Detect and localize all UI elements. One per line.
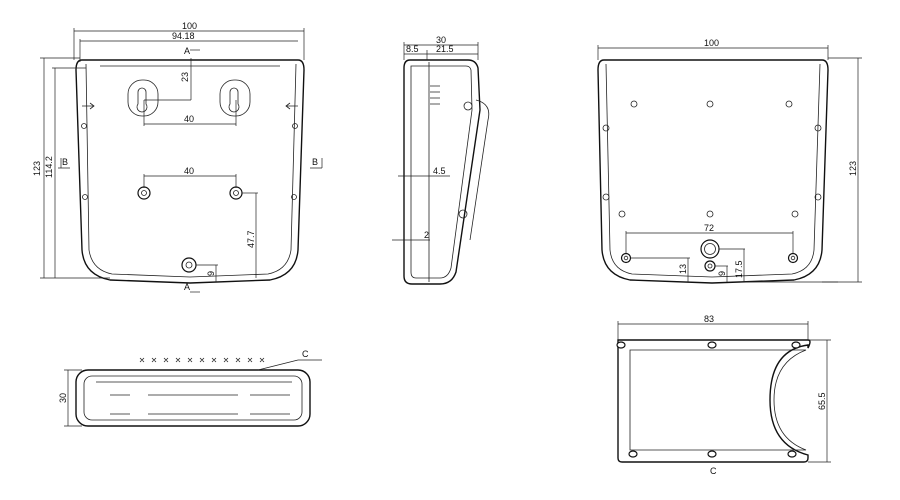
side-view: 30 8.5 21.5 4.5 2 (392, 35, 490, 285)
dim-width-inner: 94.18 (172, 31, 195, 41)
rear-dim-small-boss: 9 (717, 271, 727, 276)
boss-left (137, 186, 151, 200)
dim-boss-spacing: 40 (184, 166, 194, 176)
section-a-bottom: A (184, 282, 190, 292)
rear-dim-hole-spacing: 72 (704, 223, 714, 233)
dim-bottom-boss: 9 (206, 271, 216, 276)
screw-holes (602, 100, 822, 218)
rear-dim-hole-height: 13 (678, 264, 688, 274)
detail-dim-width: 83 (704, 314, 714, 324)
dim-offset-low: 2 (424, 230, 429, 240)
section-dim-depth: 30 (58, 393, 68, 403)
boss-right (229, 186, 243, 200)
front-view: 100 94.18 A 23 40 40 123 114.2 B B 47.7 … (32, 21, 323, 293)
rear-dim-large-boss: 17.5 (734, 260, 744, 278)
detail-dim-height: 65.5 (817, 392, 827, 410)
rear-view: 100 123 72 13 9 17.5 (597, 38, 862, 284)
keyhole-right (219, 79, 251, 117)
dim-base-depth: 8.5 (406, 44, 419, 54)
section-callout: C (302, 349, 309, 359)
dim-height-inner: 114.2 (44, 156, 54, 178)
rear-dim-height: 123 (848, 161, 858, 176)
dim-width-outer: 100 (182, 21, 197, 31)
section-b-left: B (62, 157, 68, 167)
dim-keyhole-spacing: 40 (184, 114, 194, 124)
dim-cover-depth: 21.5 (436, 44, 454, 54)
dim-offset-mid: 4.5 (433, 166, 446, 176)
dim-depth: 30 (436, 35, 446, 45)
section-a-top: A (184, 46, 190, 56)
bottom-section: C 30 (58, 349, 322, 427)
section-b-right: B (312, 157, 318, 167)
dim-height-outer: 123 (32, 161, 42, 176)
detail-label: C (710, 466, 717, 476)
rear-dim-width: 100 (704, 38, 719, 48)
boss-bottom (181, 257, 197, 273)
dim-boss-height: 47.7 (246, 230, 256, 248)
dim-keyhole-offset: 23 (180, 72, 190, 82)
keyhole-left (127, 79, 159, 117)
mount-holes (616, 341, 801, 458)
detail-c: 83 65.5 C (616, 314, 831, 476)
